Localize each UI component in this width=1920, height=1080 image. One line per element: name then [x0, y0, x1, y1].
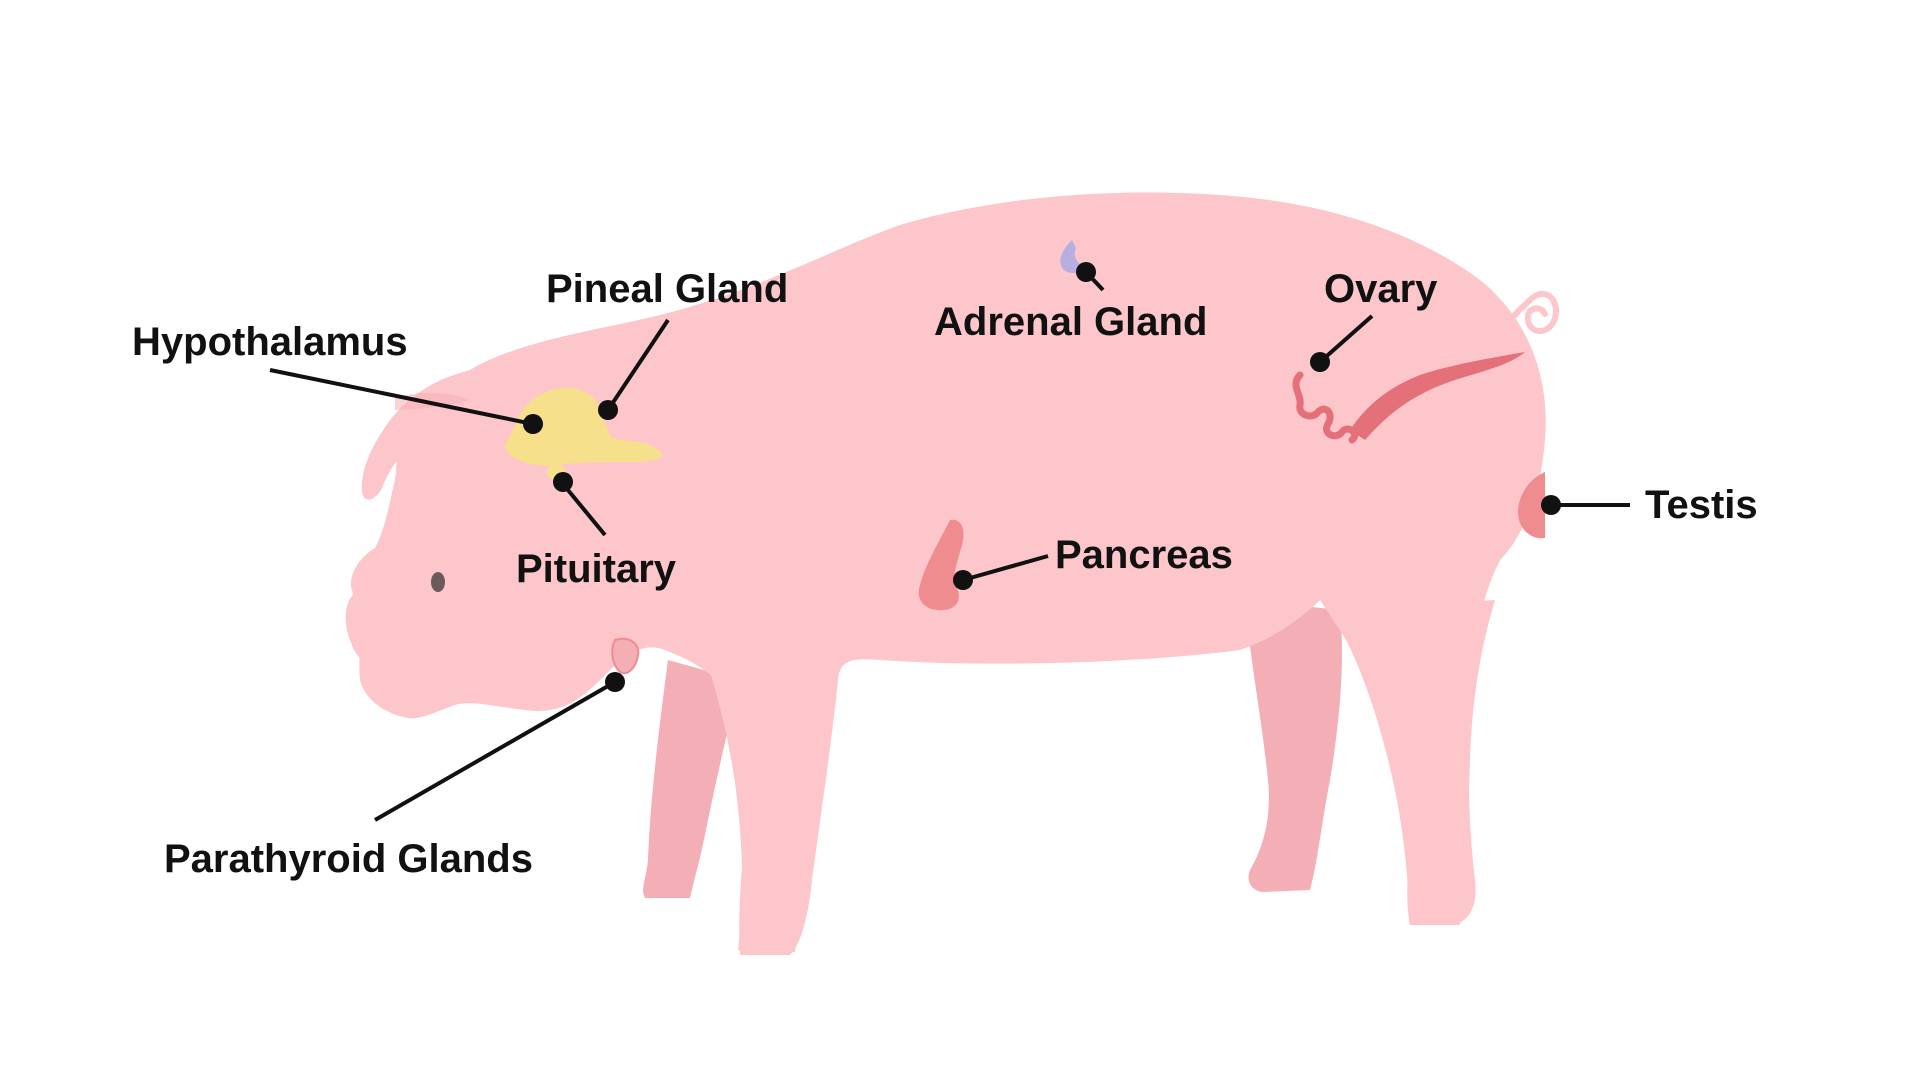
- adrenal-gland-dot: [1076, 262, 1096, 282]
- pig-ear: [361, 372, 520, 500]
- parathyroid-shape: [611, 637, 640, 674]
- pancreas-leader: [962, 554, 1049, 582]
- label-adrenal-gland: Adrenal Gland: [934, 300, 1207, 344]
- pancreas-dot: [953, 570, 973, 590]
- brain-gland-shape: [505, 387, 663, 466]
- pig-snout: [345, 590, 400, 672]
- pig-eye: [431, 572, 445, 592]
- pig-tail: [1497, 290, 1559, 348]
- leader-lines: [269, 270, 1630, 822]
- pituitary-dot: [553, 472, 573, 492]
- label-pancreas: Pancreas: [1055, 533, 1233, 577]
- near-hind-leg: [1330, 600, 1495, 925]
- label-parathyroid-glands: Parathyroid Glands: [164, 837, 533, 881]
- pancreas-shape: [918, 519, 964, 611]
- hypothalamus-dot: [523, 414, 543, 434]
- parathyroid-dot: [605, 672, 625, 692]
- testis-dot: [1541, 495, 1561, 515]
- label-pineal-gland: Pineal Gland: [546, 267, 788, 311]
- label-hypothalamus: Hypothalamus: [132, 320, 408, 364]
- ovary-shape: [1292, 371, 1359, 444]
- testis-shape: [1518, 472, 1545, 539]
- pituitary-leader: [561, 482, 607, 537]
- ovary-dot: [1310, 352, 1330, 372]
- pineal-gland-dot: [598, 400, 618, 420]
- label-ovary: Ovary: [1324, 267, 1438, 311]
- ovary-leader: [1318, 314, 1374, 364]
- pineal-gland-leader: [606, 318, 670, 412]
- organs: [505, 240, 1545, 674]
- label-pituitary: Pituitary: [516, 547, 677, 591]
- far-front-leg: [643, 660, 740, 898]
- far-hind-leg: [1245, 600, 1342, 892]
- label-testis: Testis: [1645, 483, 1758, 527]
- leader-dots: [523, 262, 1561, 692]
- oviduct-shape: [1350, 352, 1525, 440]
- near-front-leg: [700, 640, 835, 952]
- hypothalamus-leader: [269, 368, 534, 426]
- parathyroid-leader: [374, 680, 616, 822]
- labels: Hypothalamus Pineal Gland Pituitary Para…: [132, 267, 1758, 881]
